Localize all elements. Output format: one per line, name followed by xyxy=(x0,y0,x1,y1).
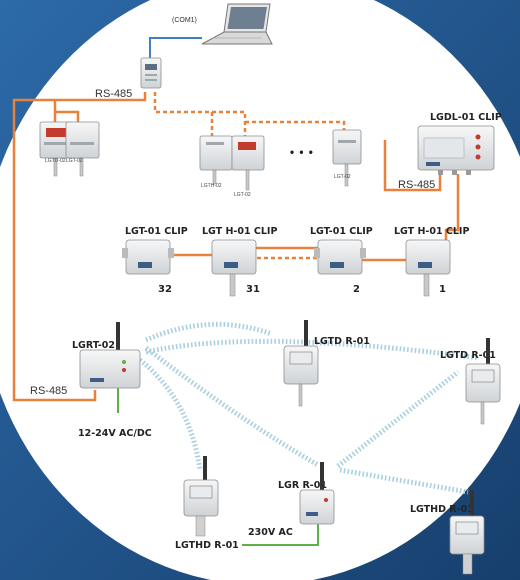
lgt-02b-sensor xyxy=(231,135,265,191)
lgdl-01-clip-device xyxy=(417,125,495,175)
power-label-lgr: 230V AC xyxy=(248,527,293,538)
lgt-01-clip-32-device xyxy=(122,239,174,275)
lgtd-r01-right-label: LGTD R-01 xyxy=(440,350,496,361)
more-devices-dots: • • • xyxy=(289,148,314,159)
lgtd-02-label: LGTD-02 xyxy=(45,158,66,164)
converter-device xyxy=(140,57,162,89)
power-wire-lgr xyxy=(242,524,319,546)
lgt-02-label: LGT-02 xyxy=(66,158,83,164)
lgthd-r01-left-device xyxy=(183,456,219,537)
lgt-h-01-clip-31-device xyxy=(211,239,257,297)
clip-1-label: LGT-01 CLIP xyxy=(125,226,188,237)
lgt-02-sensor xyxy=(65,121,100,177)
com1-label: (COM1) xyxy=(172,17,197,24)
lgth-02-label: LGTH-02 xyxy=(201,183,222,189)
rs485-left-label: RS-485 xyxy=(30,385,67,397)
laptop-icon xyxy=(201,3,273,45)
clip-3-label: LGT-01 CLIP xyxy=(310,226,373,237)
usb-cable xyxy=(149,37,202,60)
clip-4-label: LGT H-01 CLIP xyxy=(394,226,469,237)
device-number-1: 1 xyxy=(439,284,446,295)
lgt-02c-label: LGT-02 xyxy=(334,174,351,180)
clip-2-label: LGT H-01 CLIP xyxy=(202,226,277,237)
lgthd-r01-right-device xyxy=(449,490,485,575)
device-number-31: 31 xyxy=(246,284,260,295)
lgtd-r01-right-device xyxy=(465,338,501,425)
wireless-links xyxy=(138,321,479,495)
lgtd-r01-center-label: LGTD R-01 xyxy=(314,336,370,347)
device-number-2: 2 xyxy=(353,284,360,295)
lgt-h-01-clip-1-device xyxy=(405,239,451,297)
lgt-01-clip-2-device xyxy=(314,239,366,275)
lgrt-02-device xyxy=(79,322,141,389)
rs485-top-label: RS-485 xyxy=(95,88,132,100)
lgthd-r01-right-label: LGTHD R-01 xyxy=(410,504,474,515)
power-label-lgrt: 12-24V AC/DC xyxy=(78,428,152,439)
lgt-02b-label: LGT-02 xyxy=(234,192,251,198)
lgtd-02-sensor xyxy=(39,121,74,177)
lgr-r01-device xyxy=(299,462,335,525)
rs485-right-label: RS-485 xyxy=(398,179,435,191)
lgr-r01-label: LGR R-01 xyxy=(278,480,327,491)
lgdl-01-label: LGDL-01 CLIP xyxy=(430,112,502,123)
lgt-02c-sensor xyxy=(332,129,362,187)
device-number-32: 32 xyxy=(158,284,172,295)
lgth-02-sensor xyxy=(199,135,233,185)
lgtd-r01-center-device xyxy=(283,320,319,407)
lgrt-02-label: LGRT-02 xyxy=(72,340,115,351)
lgthd-r01-left-label: LGTHD R-01 xyxy=(175,540,239,551)
